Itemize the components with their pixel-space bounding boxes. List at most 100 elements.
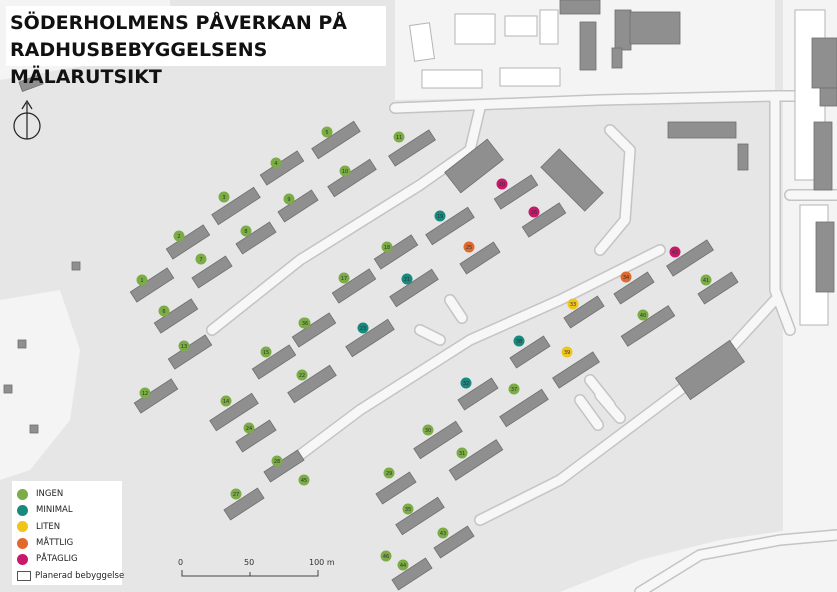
analysis-point: 9	[283, 193, 295, 205]
analysis-point-label: 42	[672, 250, 678, 256]
analysis-point-marker	[243, 422, 255, 434]
rowhouse-block	[209, 392, 259, 432]
analysis-point: 2	[173, 230, 185, 242]
analysis-point-label: 26	[531, 210, 537, 216]
analysis-point-marker	[383, 467, 395, 479]
analysis-point: 12	[139, 387, 151, 399]
rowhouse-block	[493, 174, 539, 210]
analysis-point-marker	[139, 387, 151, 399]
analysis-point-label: 6	[162, 309, 165, 315]
rowhouse-block	[425, 206, 475, 246]
scale-tick-label: 50	[244, 558, 254, 567]
analysis-point-marker	[381, 241, 393, 253]
analysis-point: 43	[437, 527, 449, 539]
analysis-point-label: 4	[274, 161, 277, 167]
analysis-point: 20	[496, 178, 508, 190]
analysis-point-marker	[270, 157, 282, 169]
rowhouse-block	[413, 420, 463, 460]
analysis-point-label: 30	[425, 428, 431, 434]
analysis-point-label: 18	[384, 245, 390, 251]
analysis-point-marker	[700, 274, 712, 286]
analysis-point: 26	[528, 206, 540, 218]
rowhouse-block	[373, 234, 419, 270]
analysis-point-label: 24	[246, 426, 252, 432]
rowhouse-block	[509, 335, 551, 369]
analysis-point-marker	[173, 230, 185, 242]
legend-swatch-ingen	[17, 488, 28, 500]
analysis-point-label: 37	[511, 387, 517, 393]
rowhouse-block	[552, 351, 600, 389]
analysis-point-marker	[357, 322, 369, 334]
analysis-point-marker	[380, 550, 392, 562]
rowhouse-block	[331, 268, 377, 304]
rowhouse-block	[291, 312, 337, 348]
scale-tick-label: 0	[178, 558, 183, 567]
legend-item-mattlig: MÅTTLIG	[17, 535, 122, 551]
analysis-point-marker	[463, 241, 475, 253]
roads	[206, 90, 837, 592]
analysis-point-label: 13	[181, 344, 187, 350]
analysis-point-label: 35	[405, 507, 411, 513]
legend-label: MINIMAL	[36, 505, 73, 516]
analysis-point: 7	[195, 253, 207, 265]
analysis-point: 13	[178, 340, 190, 352]
analysis-point-marker	[296, 369, 308, 381]
analysis-point-label: 41	[703, 278, 709, 284]
analysis-point: 37	[508, 383, 520, 395]
analysis-point: 46	[380, 550, 392, 562]
analysis-point-marker	[496, 178, 508, 190]
analysis-point-label: 33	[570, 302, 576, 308]
rowhouse-block	[448, 439, 504, 481]
analysis-point: 34	[620, 271, 632, 283]
scale-tick-label: 100 m	[309, 558, 335, 567]
rowhouse-block	[287, 364, 337, 404]
analysis-point-marker	[456, 447, 468, 459]
analysis-point: 40	[637, 309, 649, 321]
analysis-point-marker	[401, 273, 413, 285]
title-line-1: SÖDERHOLMENS PÅVERKAN PÅ	[10, 12, 347, 34]
scale-bar: 0 50 100 m	[178, 558, 335, 577]
analysis-point-label: 19	[437, 214, 443, 220]
analysis-point-label: 11	[396, 135, 402, 141]
analysis-point: 32	[460, 377, 472, 389]
rowhouse-block	[235, 221, 277, 255]
analysis-point: 36	[299, 317, 311, 329]
analysis-point: 29	[383, 467, 395, 479]
analysis-point-label: 5	[325, 130, 328, 136]
analysis-point: 18	[381, 241, 393, 253]
analysis-point: 19	[434, 210, 446, 222]
analysis-point-marker	[218, 191, 230, 203]
analysis-point-marker	[561, 346, 573, 358]
rowhouse-block	[277, 189, 319, 223]
rowhouse-block	[211, 186, 261, 226]
rowhouse-block	[697, 271, 739, 305]
analysis-point: 4	[270, 157, 282, 169]
legend-swatch-pataglig	[17, 553, 28, 565]
analysis-point: 33	[567, 298, 579, 310]
analysis-point-marker	[158, 305, 170, 317]
title-line-2: RADHUSBEBYGGELSENS MÄLARUTSIKT	[10, 39, 268, 88]
analysis-point: 28	[271, 455, 283, 467]
analysis-point: 35	[402, 503, 414, 515]
map-title: SÖDERHOLMENS PÅVERKAN PÅ RADHUSBEBYGGELS…	[6, 6, 386, 88]
existing-buildings	[3, 0, 837, 434]
analysis-point-marker	[620, 271, 632, 283]
analysis-point-marker	[437, 527, 449, 539]
analysis-point-label: 25	[466, 245, 472, 251]
analysis-point: 8	[240, 225, 252, 237]
analysis-point-marker	[271, 455, 283, 467]
analysis-point-label: 7	[199, 257, 202, 263]
rowhouse-block	[223, 487, 265, 521]
analysis-point: 10	[339, 165, 351, 177]
analysis-point-marker	[669, 246, 681, 258]
analysis-point-marker	[136, 274, 148, 286]
rowhouse-block	[666, 239, 714, 277]
rowhouse-block	[191, 255, 233, 289]
rowhouse-block	[521, 202, 567, 238]
analysis-point-label: 36	[302, 321, 308, 327]
analysis-point-marker	[178, 340, 190, 352]
analysis-point-label: 20	[499, 182, 505, 188]
analysis-point-label: 43	[440, 531, 446, 537]
rowhouse-block	[620, 305, 676, 347]
